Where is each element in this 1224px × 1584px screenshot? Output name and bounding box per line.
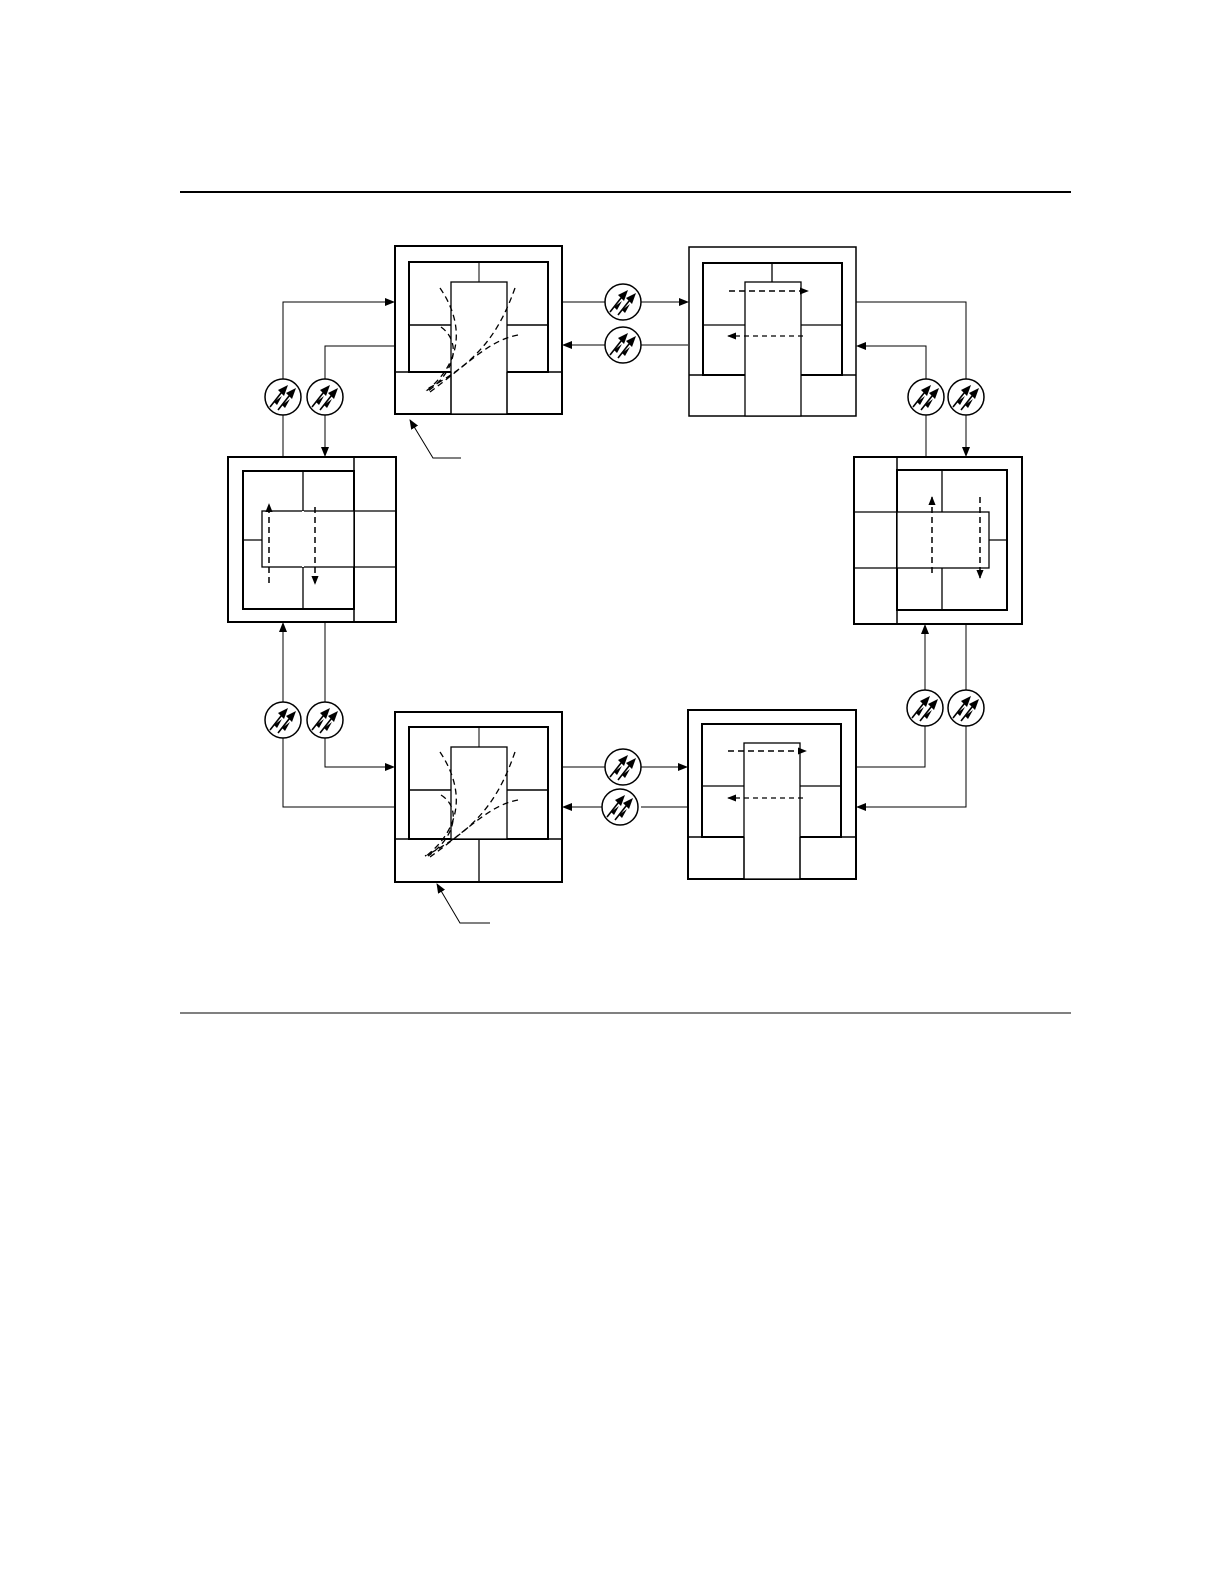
amplifier-icon xyxy=(307,379,343,415)
callouts xyxy=(410,420,490,923)
node-top-right xyxy=(689,247,856,416)
amplifier-icon xyxy=(948,379,984,415)
node-top-left xyxy=(395,246,562,414)
amplifier-icon xyxy=(265,379,301,415)
fiber-links xyxy=(283,302,966,807)
amplifier-icon xyxy=(908,379,944,415)
amplifier-icon xyxy=(307,702,343,738)
node-right xyxy=(854,457,1022,624)
amplifier-icon xyxy=(605,284,641,320)
node-left xyxy=(228,457,396,622)
callout-leader-bottom xyxy=(437,884,490,923)
amplifier-icon xyxy=(907,690,943,726)
amplifier-icon xyxy=(948,690,984,726)
node-bottom-right xyxy=(688,710,856,879)
amplifiers xyxy=(265,284,984,825)
callout-leader-top xyxy=(410,420,461,458)
amplifier-icon xyxy=(605,327,641,363)
amplifier-icon xyxy=(265,702,301,738)
amplifier-icon xyxy=(605,749,641,785)
amplifier-icon xyxy=(602,789,638,825)
node-bottom-left xyxy=(395,712,562,882)
